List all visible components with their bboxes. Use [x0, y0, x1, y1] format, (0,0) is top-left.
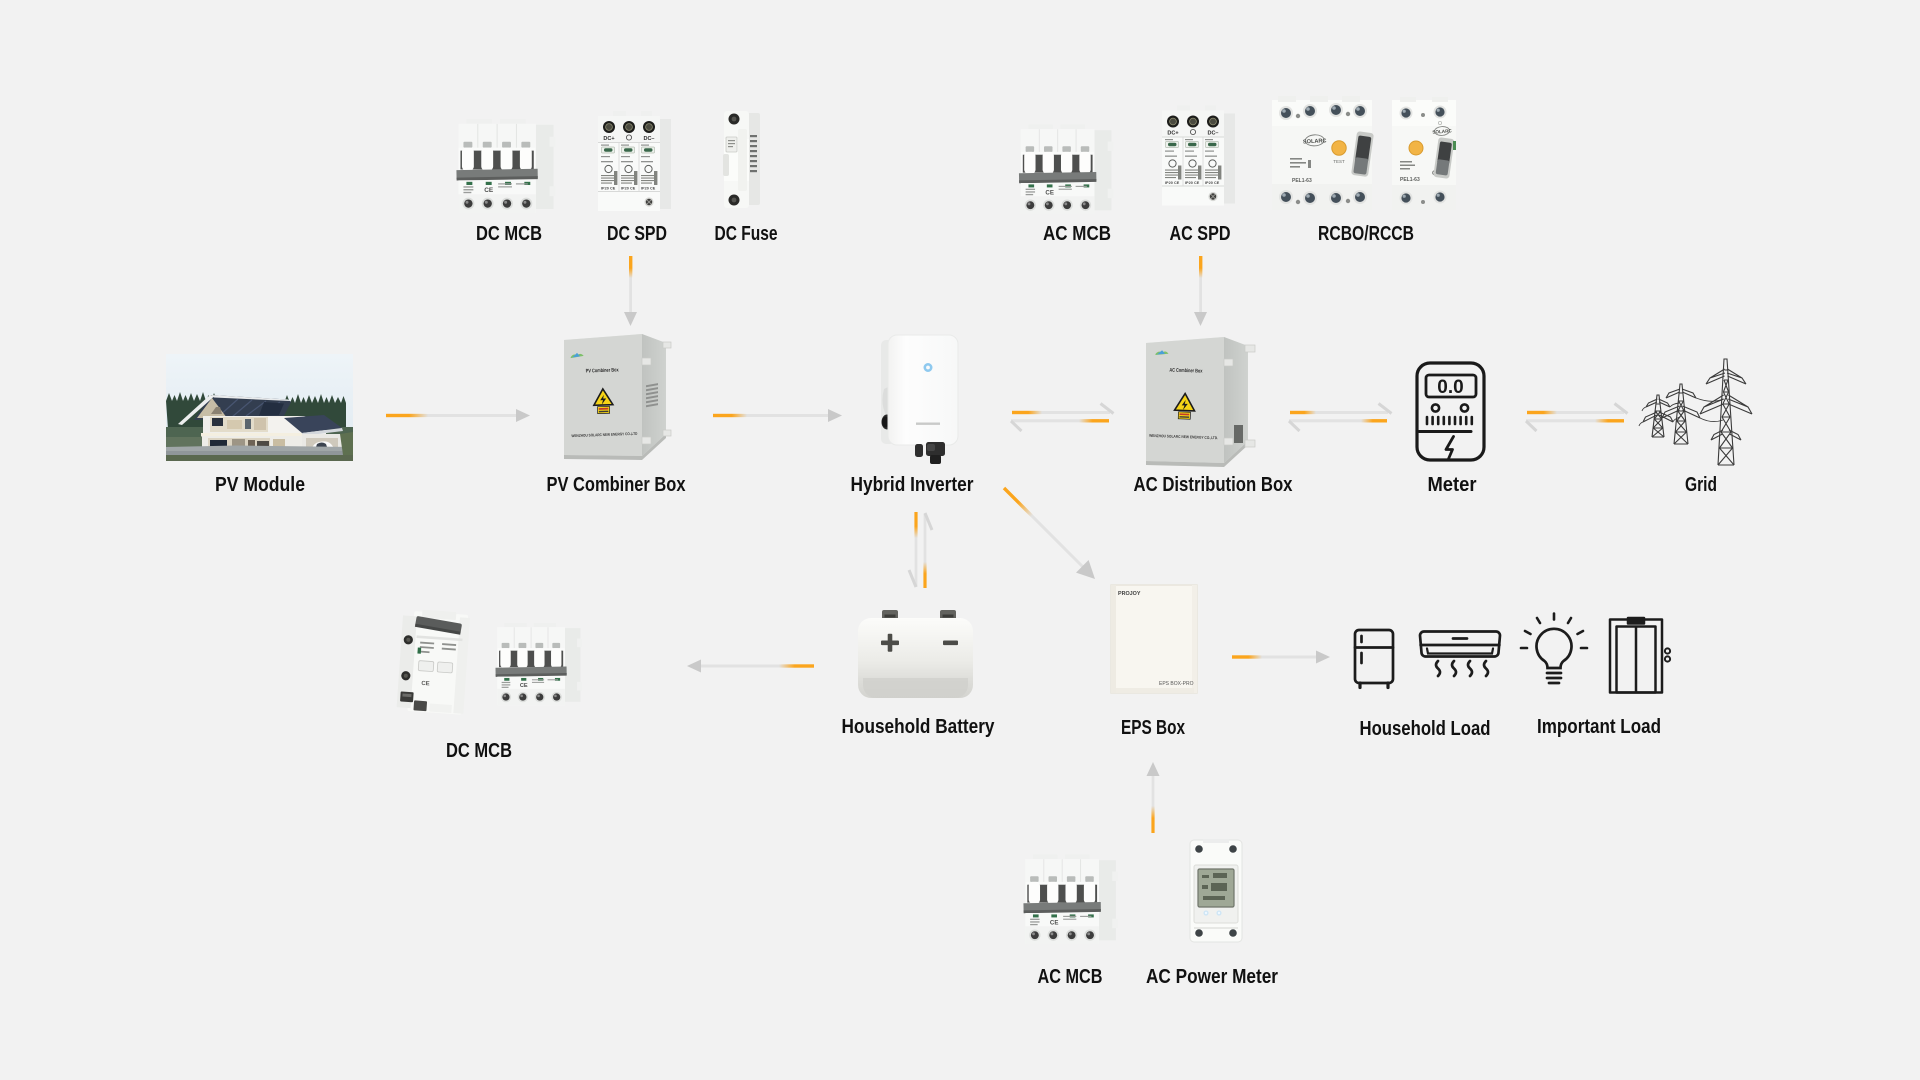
svg-text:CE: CE — [421, 681, 430, 688]
svg-text:DC Fuse: DC Fuse — [715, 223, 778, 245]
svg-text:DC MCB: DC MCB — [476, 223, 542, 245]
svg-text:DC SPD: DC SPD — [607, 223, 667, 245]
svg-text:AC MCB: AC MCB — [1043, 223, 1111, 245]
svg-text:Hybrid Inverter: Hybrid Inverter — [851, 474, 974, 496]
svg-text:PV Module: PV Module — [215, 474, 305, 496]
svg-text:AC Combiner Box: AC Combiner Box — [1169, 367, 1202, 374]
svg-text:EPS Box: EPS Box — [1121, 717, 1185, 739]
svg-text:AC Distribution Box: AC Distribution Box — [1134, 474, 1293, 496]
svg-text:PV Combiner Box: PV Combiner Box — [547, 474, 686, 496]
svg-text:WENZHOU SOLARC NEW ENERGY CO.,: WENZHOU SOLARC NEW ENERGY CO.,LTD. — [1149, 434, 1218, 440]
svg-text:WENZHOU SOLARC NEW ENERGY CO.,: WENZHOU SOLARC NEW ENERGY CO.,LTD — [571, 432, 637, 438]
svg-text:AC SPD: AC SPD — [1170, 223, 1231, 245]
svg-text:DC MCB: DC MCB — [446, 740, 512, 762]
svg-text:PV Combiner Box: PV Combiner Box — [586, 367, 619, 374]
svg-text:AC Power Meter: AC Power Meter — [1146, 966, 1278, 988]
svg-text:Grid: Grid — [1685, 474, 1717, 496]
svg-text:Household Load: Household Load — [1360, 718, 1491, 740]
svg-text:AC MCB: AC MCB — [1038, 966, 1103, 988]
svg-text:Important Load: Important Load — [1537, 716, 1661, 738]
svg-text:0.0: 0.0 — [1437, 377, 1463, 398]
svg-text:Meter: Meter — [1428, 474, 1477, 496]
svg-text:Household Battery: Household Battery — [842, 716, 996, 738]
svg-text:RCBO/RCCB: RCBO/RCCB — [1318, 223, 1414, 245]
